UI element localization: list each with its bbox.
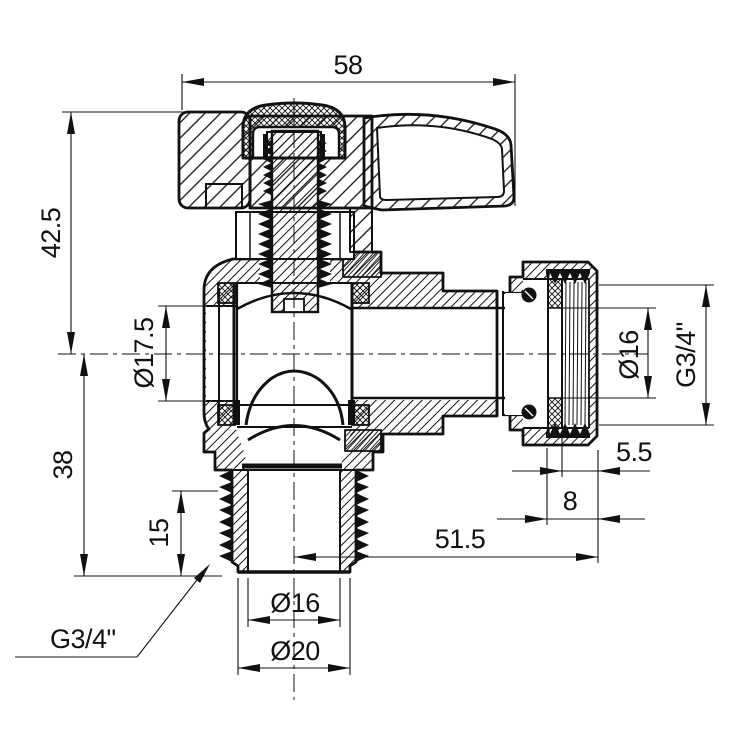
dim-bottom-bore-label: Ø16 — [270, 588, 320, 618]
dim-upper-height — [62, 111, 225, 354]
nut-thread-teeth-bottom — [546, 423, 590, 438]
dim-bottom-od-label: Ø20 — [270, 636, 320, 666]
dim-nut-depth-label: 8 — [563, 486, 578, 516]
dim-side-bore-label: Ø17.5 — [129, 317, 159, 388]
handle-grip-block — [177, 110, 252, 210]
stem — [258, 129, 332, 314]
dim-nut-depth — [497, 448, 645, 525]
dim-length-to-nut — [294, 450, 599, 563]
dim-bottom-od — [237, 578, 351, 675]
valve-body — [202, 250, 548, 574]
nut-thread-teeth-top — [546, 269, 590, 284]
centerlines — [58, 98, 648, 700]
dim-right-bore — [552, 307, 656, 399]
dim-bottom-thread-length — [172, 490, 218, 576]
dim-right-thread-label: G3/4" — [671, 322, 701, 388]
dim-lower-height-label: 38 — [48, 450, 78, 479]
stem-thread-upper-right — [318, 140, 327, 197]
stem-core — [270, 129, 320, 314]
dim-nut-face-offset-label: 5.5 — [616, 437, 652, 467]
dim-side-bore — [158, 305, 212, 402]
stem-packing-left — [258, 200, 272, 288]
handle-lever-arm-interior — [376, 124, 505, 201]
dim-bottom-bore — [247, 578, 341, 627]
dim-upper-height-label: 42.5 — [36, 208, 66, 259]
bonnet-thread-band-bottom — [344, 429, 382, 452]
dim-bottom-thread-length-label: 15 — [144, 518, 174, 547]
dim-nut-face-offset — [512, 433, 650, 477]
dim-bottom-thread-callout — [15, 564, 210, 658]
bottom-funnel — [235, 425, 352, 470]
stem-packing-right — [318, 200, 332, 288]
dim-right-bore-label: Ø16 — [614, 330, 644, 380]
dim-bottom-thread-label: G3/4" — [50, 624, 116, 654]
dim-length-to-nut-label: 51.5 — [435, 524, 486, 554]
handle-skirt — [349, 207, 373, 253]
bottom-outlet-thread — [219, 470, 369, 562]
dim-top-width-label: 58 — [333, 50, 362, 80]
seat-seals — [217, 282, 370, 426]
seat-ring-left — [233, 400, 240, 425]
dim-right-thread — [599, 284, 714, 426]
dim-top-width — [181, 74, 516, 206]
stem-thread-upper-left — [263, 140, 272, 197]
